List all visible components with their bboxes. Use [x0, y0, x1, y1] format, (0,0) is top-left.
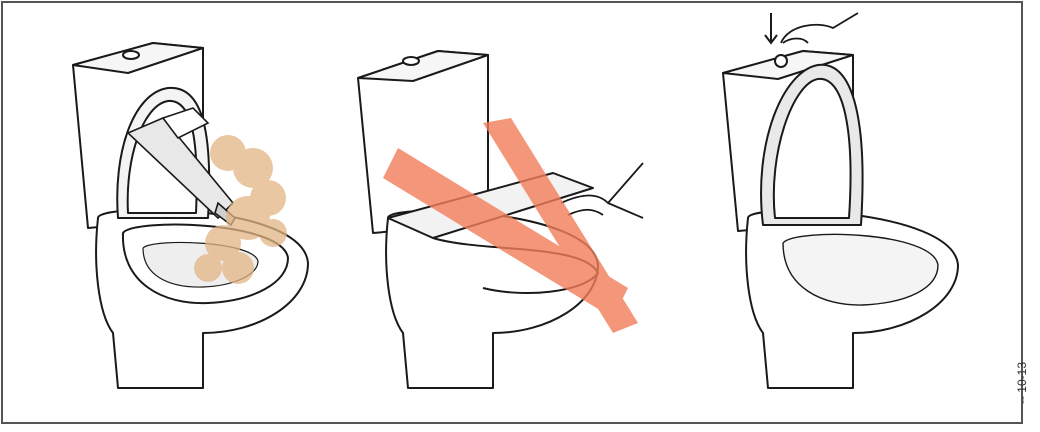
- flush-button-icon: [122, 50, 140, 60]
- down-arrow-icon: [764, 13, 778, 45]
- hand-icon: [780, 12, 859, 44]
- panel-flush-lid-open: [683, 3, 1023, 422]
- panel-bleach-fumes: [3, 3, 343, 422]
- figure-frame: [1, 1, 1023, 424]
- flush-button-icon: [774, 54, 788, 68]
- reference-code: -- 10-13: [1011, 335, 1033, 430]
- panel-seat-slam-prohibited: [343, 3, 683, 422]
- cross-icon: [383, 118, 638, 333]
- hand-icon: [560, 162, 644, 219]
- flush-button-icon: [402, 56, 420, 66]
- fumes: [194, 135, 287, 284]
- reference-code-text: -- 10-13: [1015, 361, 1029, 404]
